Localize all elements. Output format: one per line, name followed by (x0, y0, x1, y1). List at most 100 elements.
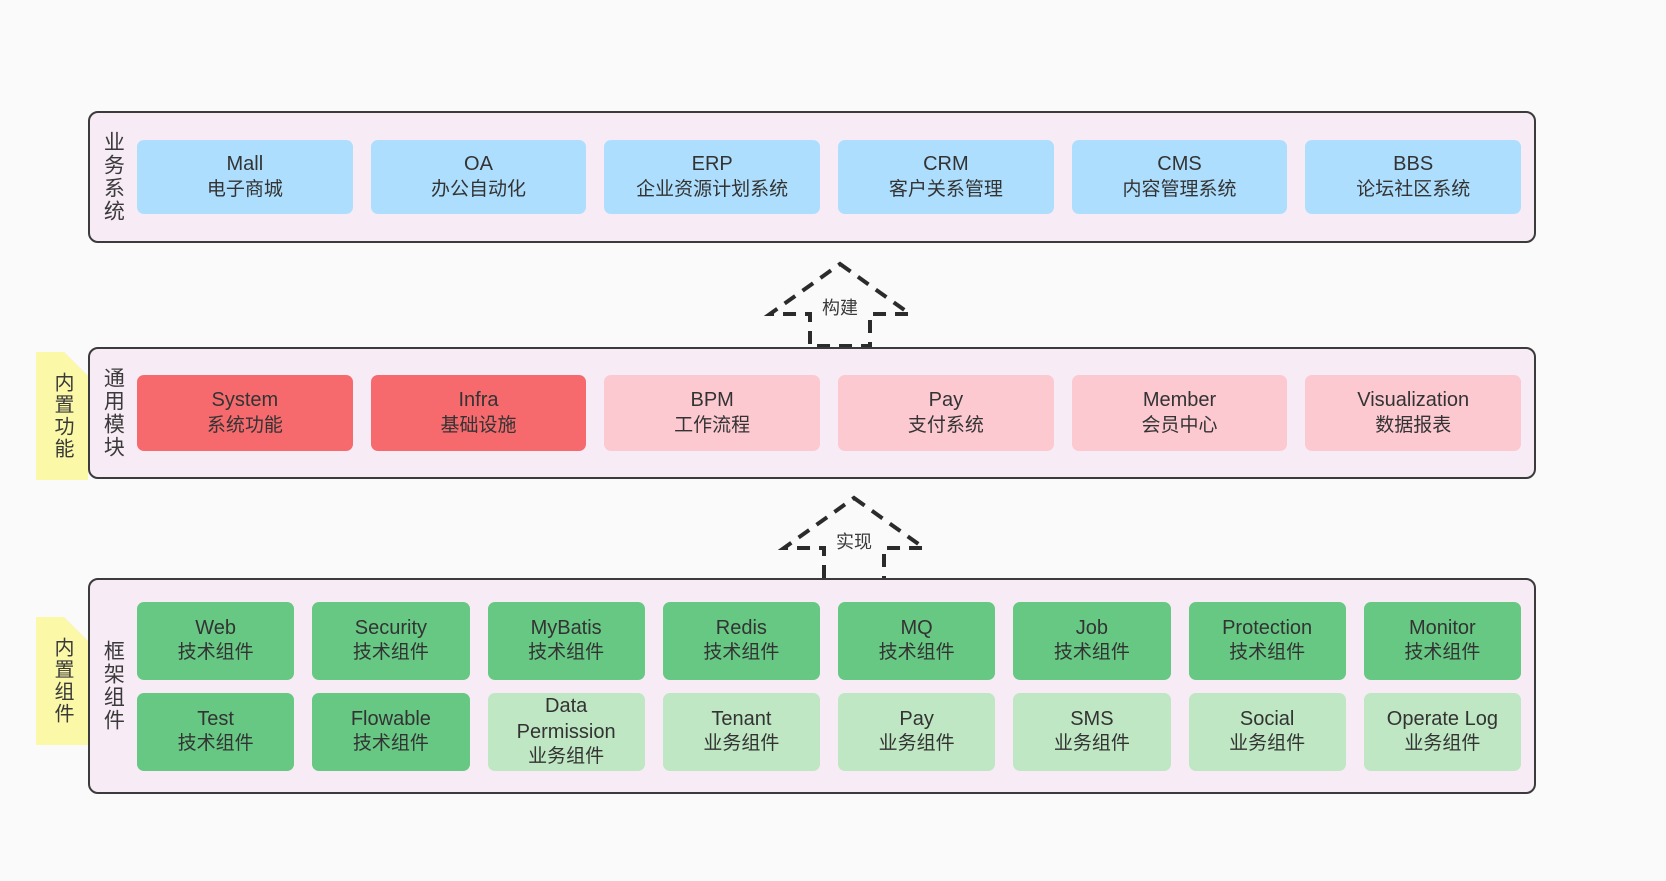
module-cms[interactable]: CMS 内容管理系统 (1071, 140, 1288, 214)
module-erp-desc: 企业资源计划系统 (636, 178, 789, 200)
component-protection-desc: 技术组件 (1229, 642, 1306, 664)
component-redis-name: Redis (715, 616, 767, 639)
framework-component-row-1: Web 技术组件 Security 技术组件 MyBatis 技术组件 Redi… (137, 601, 1521, 680)
component-sms-desc: 业务组件 (1053, 733, 1130, 755)
module-pay-name: Pay (928, 389, 964, 412)
component-social-desc: 业务组件 (1229, 733, 1306, 755)
module-bpm[interactable]: BPM 工作流程 (604, 375, 821, 451)
component-mybatis[interactable]: MyBatis 技术组件 (487, 601, 645, 680)
component-pay[interactable]: Pay 业务组件 (838, 692, 996, 771)
component-web-name: Web (195, 616, 236, 639)
component-flowable-desc: 技术组件 (352, 733, 429, 755)
layer-business-system-body: Mall 电子商城 OA 办公自动化 ERP 企业资源计划系统 CRM 客户关系… (134, 113, 1534, 241)
component-mq-desc: 技术组件 (878, 642, 955, 664)
component-tenant[interactable]: Tenant 业务组件 (662, 692, 820, 771)
component-monitor-desc: 技术组件 (1404, 642, 1481, 664)
module-bpm-desc: 工作流程 (674, 414, 751, 436)
layer-business-system: 业务系统 Mall 电子商城 OA 办公自动化 ERP 企业资源计划系统 CRM… (88, 111, 1536, 243)
component-data-permission-name: Data Permission (516, 695, 616, 743)
module-member-name: Member (1142, 389, 1217, 412)
layer-framework-component-label: 框架组件 (101, 640, 125, 732)
module-oa-name: OA (464, 153, 493, 176)
component-security[interactable]: Security 技术组件 (312, 601, 470, 680)
module-bbs-desc: 论坛社区系统 (1356, 178, 1471, 200)
component-monitor[interactable]: Monitor 技术组件 (1363, 601, 1521, 680)
component-flowable-name: Flowable (350, 707, 431, 730)
business-system-row: Mall 电子商城 OA 办公自动化 ERP 企业资源计划系统 CRM 客户关系… (137, 140, 1522, 214)
module-pay[interactable]: Pay 支付系统 (838, 375, 1054, 451)
module-member-desc: 会员中心 (1141, 414, 1218, 436)
component-flowable[interactable]: Flowable 技术组件 (312, 692, 470, 771)
module-oa[interactable]: OA 办公自动化 (370, 140, 587, 214)
component-operate-log-name: Operate Log (1386, 707, 1498, 730)
module-crm-desc: 客户关系管理 (888, 178, 1003, 200)
framework-component-row-2: Test 技术组件 Flowable 技术组件 Data Permission … (137, 692, 1521, 771)
component-job-desc: 技术组件 (1053, 642, 1130, 664)
note-builtin-features-label: 内置功能 (51, 372, 73, 460)
component-mq[interactable]: MQ 技术组件 (838, 601, 996, 680)
module-oa-desc: 办公自动化 (431, 178, 527, 200)
component-tenant-desc: 业务组件 (703, 733, 780, 755)
module-mall-name: Mall (226, 153, 264, 176)
module-visualization[interactable]: Visualization 数据报表 (1305, 375, 1522, 451)
component-data-permission[interactable]: Data Permission 业务组件 (487, 692, 645, 771)
component-job-name: Job (1075, 616, 1108, 639)
component-redis-desc: 技术组件 (703, 642, 780, 664)
component-sms-name: SMS (1070, 707, 1114, 730)
component-test-desc: 技术组件 (177, 733, 254, 755)
component-social[interactable]: Social 业务组件 (1188, 692, 1346, 771)
component-tenant-name: Tenant (711, 707, 772, 730)
note-builtin-components: 内置组件 (36, 617, 88, 745)
module-member[interactable]: Member 会员中心 (1071, 375, 1288, 451)
module-mall-desc: 电子商城 (206, 178, 283, 200)
module-system[interactable]: System 系统功能 (137, 375, 353, 451)
module-mall[interactable]: Mall 电子商城 (137, 140, 353, 214)
component-mybatis-name: MyBatis (530, 616, 602, 639)
module-bbs[interactable]: BBS 论坛社区系统 (1305, 140, 1522, 214)
module-pay-desc: 支付系统 (907, 414, 984, 436)
component-sms[interactable]: SMS 业务组件 (1013, 692, 1171, 771)
layer-framework-component-body: Web 技术组件 Security 技术组件 MyBatis 技术组件 Redi… (134, 580, 1534, 792)
connector-build-label: 构建 (822, 298, 858, 318)
component-redis[interactable]: Redis 技术组件 (662, 601, 820, 680)
component-security-name: Security (354, 616, 427, 639)
layer-business-system-label: 业务系统 (101, 131, 125, 223)
module-cms-desc: 内容管理系统 (1122, 178, 1237, 200)
connector-implement-label: 实现 (836, 532, 872, 552)
note-builtin-features: 内置功能 (36, 352, 88, 480)
module-infra[interactable]: Infra 基础设施 (370, 375, 587, 451)
component-operate-log[interactable]: Operate Log 业务组件 (1363, 692, 1521, 771)
connector-build: 构建 (744, 258, 936, 348)
component-pay-desc: 业务组件 (878, 733, 955, 755)
module-system-name: System (211, 389, 279, 412)
module-visualization-name: Visualization (1357, 389, 1470, 412)
component-test[interactable]: Test 技术组件 (137, 692, 295, 771)
layer-common-module-body: System 系统功能 Infra 基础设施 BPM 工作流程 Pay 支付系统… (134, 349, 1534, 477)
connector-implement: 实现 (758, 492, 950, 582)
component-security-desc: 技术组件 (352, 642, 429, 664)
layer-common-module: 通用模块 System 系统功能 Infra 基础设施 BPM 工作流程 Pay… (88, 347, 1536, 479)
module-bpm-name: BPM (690, 389, 734, 412)
component-job[interactable]: Job 技术组件 (1013, 601, 1171, 680)
component-test-name: Test (197, 707, 234, 730)
component-mq-name: MQ (900, 616, 933, 639)
component-protection[interactable]: Protection 技术组件 (1188, 601, 1346, 680)
module-system-desc: 系统功能 (206, 414, 283, 436)
note-builtin-components-label: 内置组件 (51, 637, 73, 725)
module-infra-name: Infra (458, 389, 499, 412)
module-infra-desc: 基础设施 (440, 414, 517, 436)
component-monitor-name: Monitor (1409, 616, 1476, 639)
module-erp[interactable]: ERP 企业资源计划系统 (604, 140, 821, 214)
component-web[interactable]: Web 技术组件 (137, 601, 295, 680)
module-crm[interactable]: CRM 客户关系管理 (838, 140, 1054, 214)
component-data-permission-desc: 业务组件 (528, 745, 605, 767)
module-crm-name: CRM (923, 153, 969, 176)
component-mybatis-desc: 技术组件 (528, 642, 605, 664)
common-module-row: System 系统功能 Infra 基础设施 BPM 工作流程 Pay 支付系统… (137, 375, 1522, 451)
layer-common-module-label: 通用模块 (101, 367, 125, 459)
component-protection-name: Protection (1222, 616, 1313, 639)
layer-framework-component: 框架组件 Web 技术组件 Security 技术组件 MyBatis 技术组件… (88, 578, 1536, 794)
component-social-name: Social (1239, 707, 1295, 730)
component-pay-name: Pay (899, 707, 934, 730)
